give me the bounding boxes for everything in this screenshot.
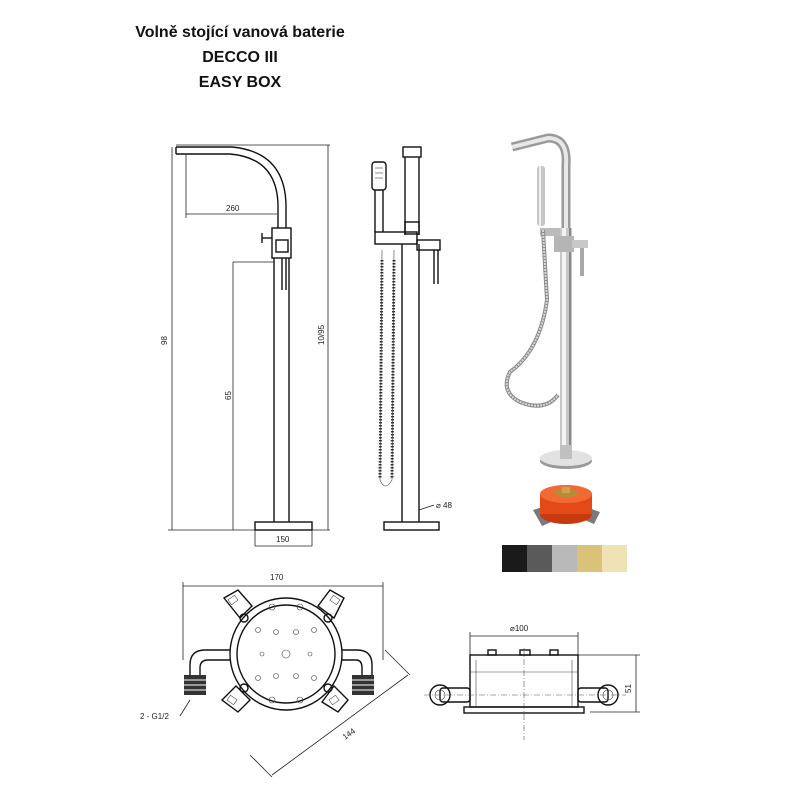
color-swatch-black bbox=[502, 545, 527, 572]
dim-box-width: 170 bbox=[270, 573, 284, 582]
product-illustration bbox=[504, 133, 592, 469]
dim-pipe-diameter: ⌀ 48 bbox=[436, 501, 452, 510]
dim-spout-reach: 260 bbox=[226, 204, 240, 213]
box-top-view-drawing bbox=[179, 582, 411, 778]
dim-box-diameter: ⌀100 bbox=[510, 624, 529, 633]
box-side-view-drawing bbox=[424, 632, 640, 740]
easy-box-illustration bbox=[533, 485, 600, 526]
product-variant: EASY BOX bbox=[198, 74, 282, 91]
color-swatch-dark-grey bbox=[527, 545, 552, 572]
color-swatch-gold bbox=[577, 545, 602, 572]
front-view-drawing bbox=[168, 144, 330, 547]
color-swatch-chrome bbox=[552, 545, 577, 572]
dim-connection: 2 - G1/2 bbox=[140, 712, 169, 721]
dim-overall-height: 10/95 bbox=[317, 324, 326, 345]
product-title: Volně stojící vanová baterie bbox=[135, 24, 345, 41]
product-series: DECCO III bbox=[202, 49, 278, 66]
dim-base-width: 150 bbox=[276, 535, 290, 544]
color-swatch-light-gold bbox=[602, 545, 627, 572]
dim-box-height: 51 bbox=[624, 684, 633, 693]
dim-handle-height: 65 bbox=[224, 391, 233, 400]
dim-total-height: 98 bbox=[160, 336, 169, 345]
dim-box-diagonal: 144 bbox=[341, 726, 358, 741]
side-view-drawing bbox=[371, 146, 441, 531]
